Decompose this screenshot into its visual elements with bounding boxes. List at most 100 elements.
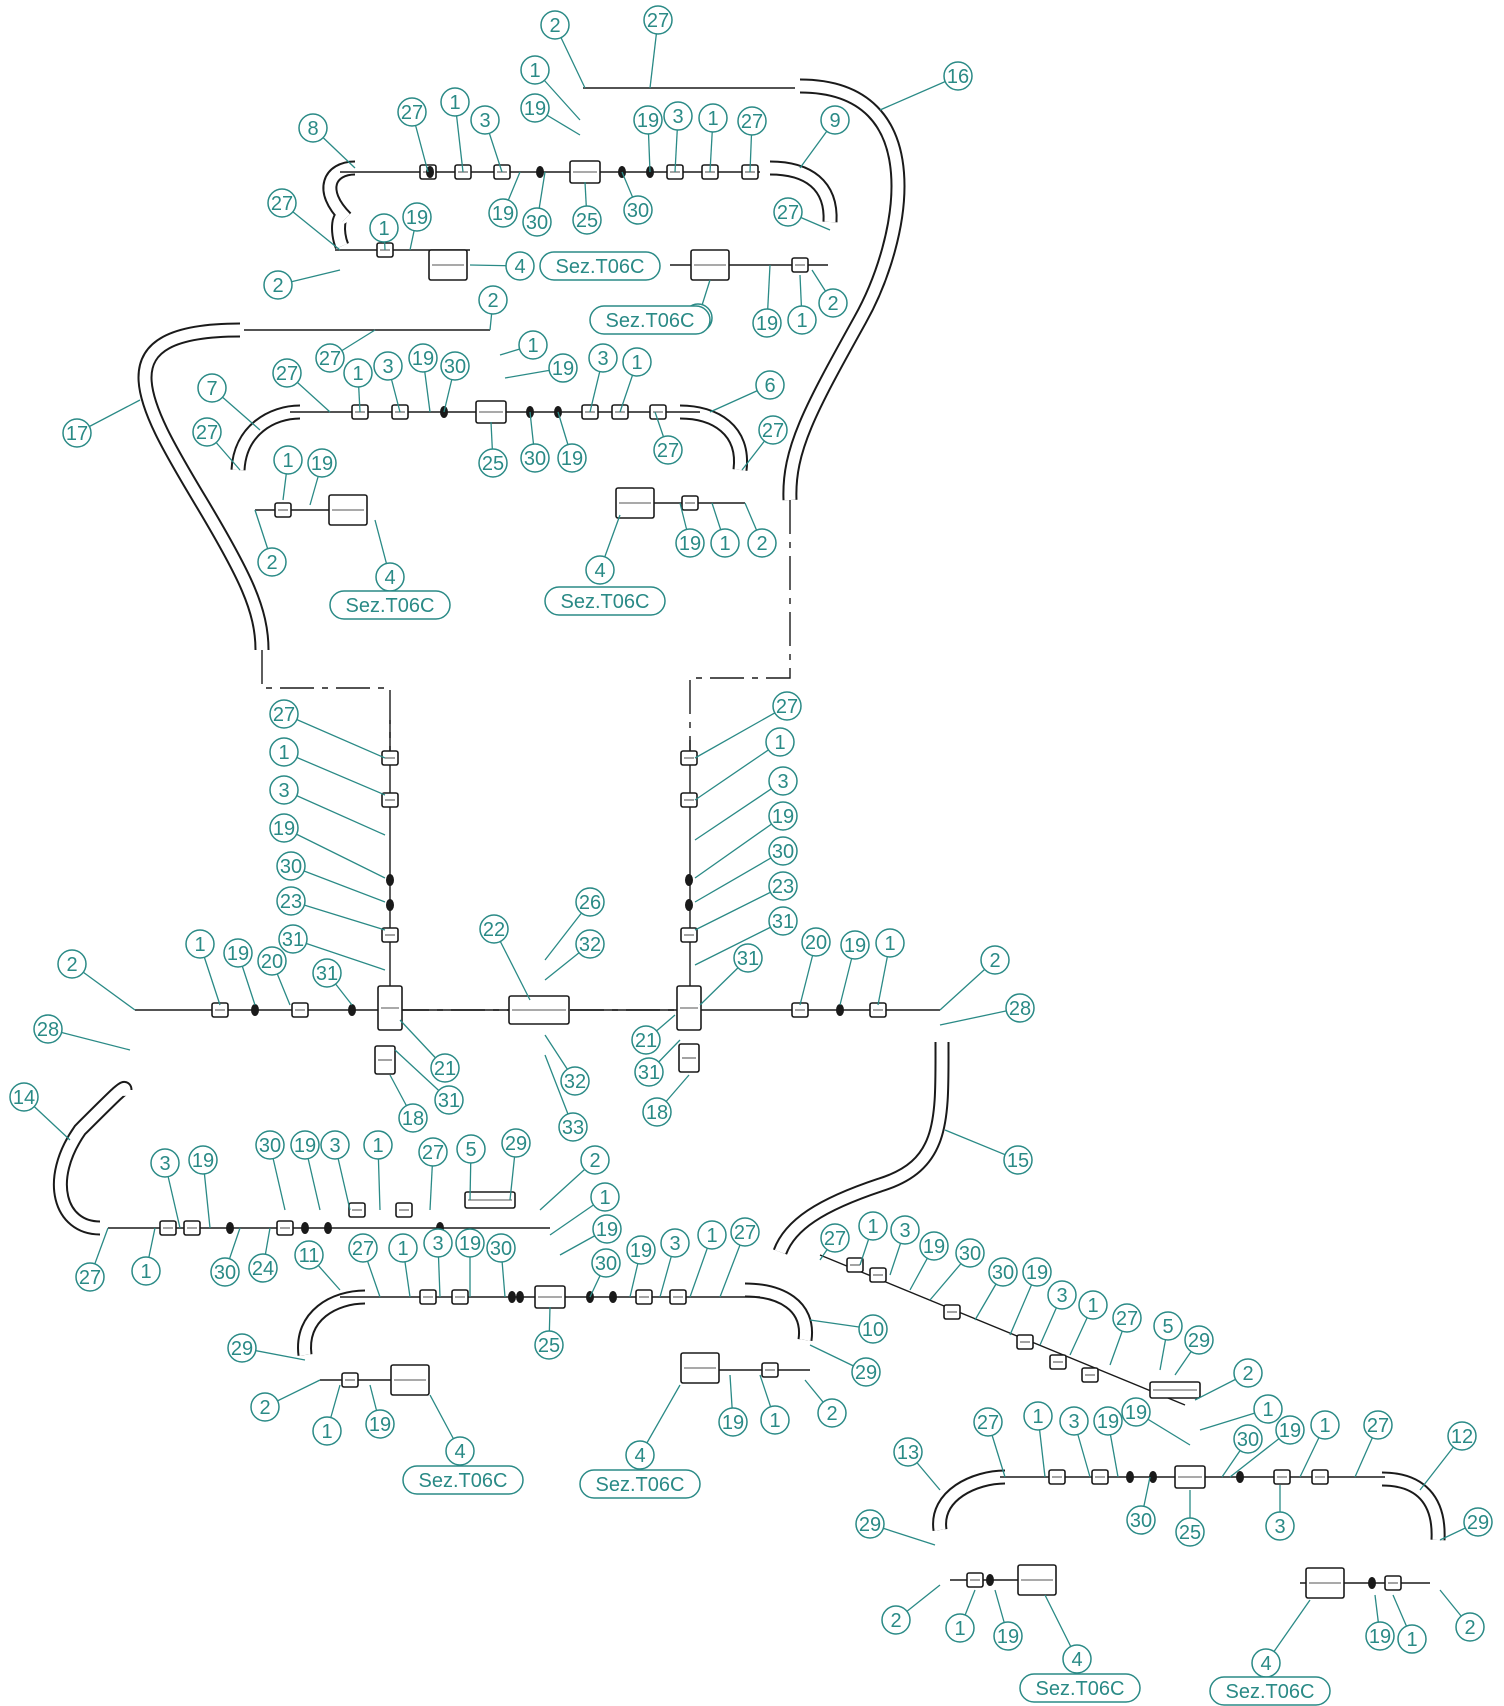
- callout-bubble-27: [737, 106, 767, 136]
- section-reference-frame-7: [1019, 1673, 1141, 1703]
- callout-bubble-1: [388, 1233, 418, 1263]
- callout-bubble-31: [768, 906, 798, 936]
- callout-number-27: 27: [977, 1412, 999, 1434]
- callout-number-31: 31: [638, 1062, 660, 1084]
- callout-number-19: 19: [630, 1240, 652, 1262]
- callout-bubble-19: [557, 443, 587, 473]
- callout-bubble-30: [520, 443, 550, 473]
- callout-number-24: 24: [252, 1258, 274, 1280]
- callout-number-19: 19: [923, 1236, 945, 1258]
- callout-bubble-19: [402, 202, 432, 232]
- callout-bubble-19: [718, 1407, 748, 1437]
- callout-number-1: 1: [706, 1225, 717, 1247]
- callout-bubble-2: [1455, 1612, 1485, 1642]
- callout-bubble-11: [294, 1240, 324, 1270]
- callout-number-19: 19: [596, 1219, 618, 1241]
- callout-number-1: 1: [769, 1410, 780, 1432]
- callout-number-25: 25: [538, 1335, 560, 1357]
- callout-number-30: 30: [1130, 1510, 1152, 1532]
- callout-number-3: 3: [1068, 1411, 1079, 1433]
- callout-number-1: 1: [1262, 1399, 1273, 1421]
- callout-number-2: 2: [66, 954, 77, 976]
- section-reference-frame-2: [589, 305, 711, 335]
- callout-bubble-30: [768, 836, 798, 866]
- callout-number-5: 5: [1162, 1316, 1173, 1338]
- hose-bore-4: [769, 162, 836, 223]
- callout-bubble-19: [307, 448, 337, 478]
- callout-number-19: 19: [1279, 1420, 1301, 1442]
- callout-bubble-7: [197, 373, 227, 403]
- callout-number-1: 1: [867, 1216, 878, 1238]
- callout-bubble-19: [520, 93, 550, 123]
- seal-ring-1: [536, 166, 544, 178]
- callout-number-29: 29: [231, 1338, 253, 1360]
- callout-number-1: 1: [707, 108, 718, 130]
- callout-bubble-3: [663, 101, 693, 131]
- callout-number-1: 1: [378, 218, 389, 240]
- callout-bubble-2: [881, 1605, 911, 1635]
- callout-bubble-1: [858, 1211, 888, 1241]
- callout-number-8: 8: [307, 118, 318, 140]
- callout-bubble-1: [697, 1220, 727, 1250]
- callout-number-1: 1: [352, 363, 363, 385]
- callout-number-1: 1: [321, 1421, 332, 1443]
- callout-number-4: 4: [634, 1445, 645, 1467]
- callout-bubble-29: [501, 1128, 531, 1158]
- callout-bubble-19: [223, 938, 253, 968]
- callout-bubble-20: [257, 946, 287, 976]
- leader-line-59: [283, 789, 386, 836]
- callout-number-22: 22: [483, 919, 505, 941]
- callout-number-21: 21: [434, 1058, 456, 1080]
- callout-bubble-27: [192, 417, 222, 447]
- callout-number-4: 4: [514, 256, 525, 278]
- callout-number-1: 1: [954, 1618, 965, 1640]
- callout-number-1: 1: [1319, 1415, 1330, 1437]
- hose-bore-9: [934, 1471, 1006, 1531]
- callout-bubble-2: [478, 285, 508, 315]
- leader-line-60: [283, 827, 386, 879]
- callout-number-19: 19: [756, 313, 778, 335]
- callout-bubble-19: [675, 528, 705, 558]
- callout-bubble-1: [269, 737, 299, 767]
- leader-line-85: [694, 920, 784, 966]
- callout-number-3: 3: [1056, 1285, 1067, 1307]
- callout-bubble-17: [62, 418, 92, 448]
- callout-number-28: 28: [1009, 998, 1031, 1020]
- seal-ring-13: [251, 1004, 259, 1016]
- callout-bubble-19: [548, 353, 578, 383]
- callout-bubble-19: [752, 308, 782, 338]
- callout-bubble-21: [430, 1053, 460, 1083]
- callout-number-19: 19: [561, 448, 583, 470]
- callout-bubble-1: [273, 445, 303, 475]
- seal-ring-15: [836, 1004, 844, 1016]
- callout-number-19: 19: [294, 1135, 316, 1157]
- callout-bubble-2: [980, 945, 1010, 975]
- callout-bubble-2: [540, 10, 570, 40]
- callout-number-1: 1: [140, 1261, 151, 1283]
- callout-number-20: 20: [805, 932, 827, 954]
- callout-number-1: 1: [774, 732, 785, 754]
- callout-bubble-4: [505, 251, 535, 281]
- callout-number-3: 3: [432, 1233, 443, 1255]
- callout-bubble-30: [591, 1248, 621, 1278]
- callout-number-1: 1: [397, 1238, 408, 1260]
- callout-bubble-19: [633, 105, 663, 135]
- hoses-layer: [52, 78, 1446, 1541]
- callout-bubble-19: [993, 1621, 1023, 1651]
- callout-number-6: 6: [764, 375, 775, 397]
- hose-bore-12: [774, 1041, 948, 1255]
- callout-number-19: 19: [844, 935, 866, 957]
- seal-ring-12: [685, 899, 693, 911]
- callout-number-27: 27: [734, 1222, 756, 1244]
- callout-number-31: 31: [316, 963, 338, 985]
- callout-bubble-30: [1233, 1424, 1263, 1454]
- callout-bubble-4: [445, 1436, 475, 1466]
- callout-bubble-27: [75, 1262, 105, 1292]
- callout-number-19: 19: [406, 207, 428, 229]
- callout-number-2: 2: [826, 1403, 837, 1425]
- callout-number-30: 30: [490, 1238, 512, 1260]
- callout-number-30: 30: [259, 1135, 281, 1157]
- seal-ring-27: [986, 1574, 994, 1586]
- seal-ring-25: [1149, 1471, 1157, 1483]
- section-reference-label: Sez.T06C: [1036, 1678, 1125, 1700]
